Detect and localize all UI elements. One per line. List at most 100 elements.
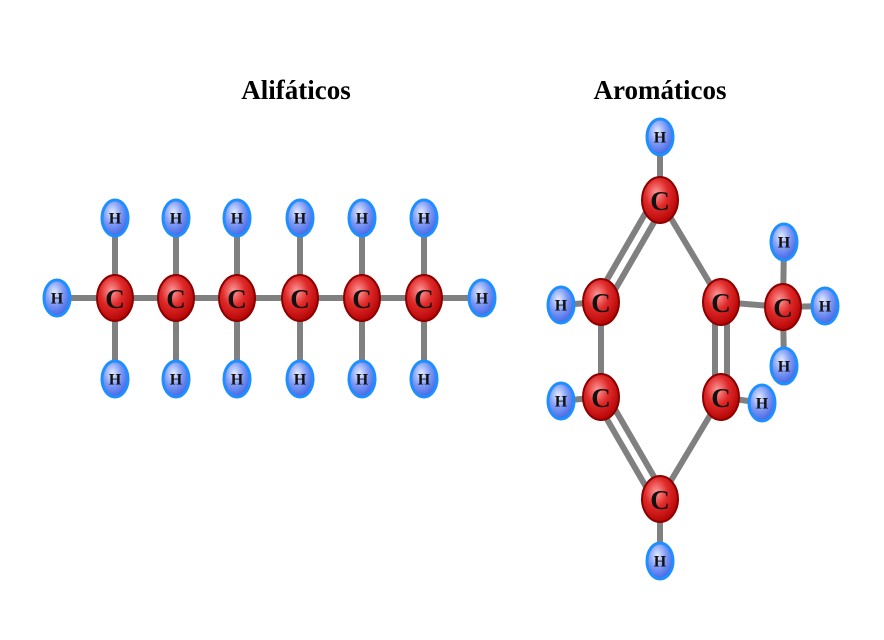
carbon-sphere xyxy=(405,274,443,322)
methyl-hydrogen-bottom: H xyxy=(769,346,799,386)
hydrogen-sphere xyxy=(222,359,252,399)
aliphatic-title: Alifáticos xyxy=(241,75,350,105)
hydrogen-sphere xyxy=(645,117,675,157)
carbon-label: C xyxy=(591,383,611,413)
hydrogen-label: H xyxy=(170,372,183,389)
hydrogen-label: H xyxy=(356,211,369,228)
carbon-label: C xyxy=(352,284,372,314)
aromatic-title: Aromáticos xyxy=(594,75,727,105)
carbon-label: C xyxy=(227,284,247,314)
hydrogen-label: H xyxy=(654,130,667,147)
aliphatic-hydrogen-top-2: H xyxy=(161,198,191,238)
hydrogen-label: H xyxy=(418,372,431,389)
hydrogen-sphere xyxy=(347,359,377,399)
carbon-label: C xyxy=(650,186,670,216)
hydrogen-sphere xyxy=(161,198,191,238)
carbon-sphere xyxy=(157,274,195,322)
hydrogen-label: H xyxy=(294,372,307,389)
hydrogen-sphere xyxy=(285,359,315,399)
carbon-sphere xyxy=(582,373,620,421)
aliphatic-carbon-4: C xyxy=(281,274,319,322)
aliphatic-carbon-1: C xyxy=(96,274,134,322)
aliphatic-hydrogen-top-5: H xyxy=(347,198,377,238)
aromatic-carbon-top: C xyxy=(641,176,679,224)
carbon-sphere xyxy=(218,274,256,322)
carbon-sphere xyxy=(281,274,319,322)
aliphatic-hydrogen-top-4: H xyxy=(285,198,315,238)
hydrogen-label: H xyxy=(109,372,122,389)
aliphatic-carbon-6: C xyxy=(405,274,443,322)
carbon-sphere xyxy=(641,475,679,523)
hydrogen-sphere xyxy=(769,222,799,262)
hydrogen-sphere xyxy=(347,198,377,238)
hydrogen-sphere xyxy=(769,346,799,386)
aliphatic-carbon-3: C xyxy=(218,274,256,322)
hydrogen-label: H xyxy=(819,299,832,316)
carbon-label: C xyxy=(414,284,434,314)
hydrogen-label: H xyxy=(109,211,122,228)
hydrogen-sphere xyxy=(546,285,576,325)
aromatic-carbon-upper-left: C xyxy=(582,278,620,326)
aromatic-carbon-lower-right: C xyxy=(702,373,740,421)
carbon-label: C xyxy=(773,293,793,323)
carbon-sphere xyxy=(702,373,740,421)
hydrogen-sphere xyxy=(222,198,252,238)
aliphatic-hydrogen-left: H xyxy=(42,278,72,318)
aromatic-carbon-lower-left: C xyxy=(582,373,620,421)
carbon-label: C xyxy=(166,284,186,314)
hydrogen-sphere xyxy=(161,359,191,399)
hydrogen-label: H xyxy=(756,396,769,413)
carbon-label: C xyxy=(105,284,125,314)
aromatic-hydrogen-lower-right: H xyxy=(747,383,777,423)
aliphatic-hydrogen-bottom-5: H xyxy=(347,359,377,399)
hydrogen-sphere xyxy=(467,278,497,318)
carbon-label: C xyxy=(591,288,611,318)
aromatic-hydrogen-lower-left: H xyxy=(546,381,576,421)
aliphatic-carbon-5: C xyxy=(343,274,381,322)
hydrogen-sphere xyxy=(546,381,576,421)
hydrogen-sphere xyxy=(747,383,777,423)
carbon-label: C xyxy=(711,288,731,318)
hydrogen-label: H xyxy=(555,394,568,411)
aliphatic-hydrogen-bottom-2: H xyxy=(161,359,191,399)
aliphatic-hydrogen-bottom-6: H xyxy=(409,359,439,399)
hydrogen-sphere xyxy=(409,198,439,238)
aromatic-hydrogen-upper-left: H xyxy=(546,285,576,325)
carbon-label: C xyxy=(711,383,731,413)
hydrogen-sphere xyxy=(100,359,130,399)
hydrogen-label: H xyxy=(294,211,307,228)
hydrogen-sphere xyxy=(42,278,72,318)
carbon-sphere xyxy=(96,274,134,322)
hydrogen-label: H xyxy=(778,359,791,376)
hydrogen-label: H xyxy=(51,291,64,308)
carbon-label: C xyxy=(650,485,670,515)
aliphatic-hydrogen-top-6: H xyxy=(409,198,439,238)
hydrogen-label: H xyxy=(231,372,244,389)
aliphatic-hydrogen-top-3: H xyxy=(222,198,252,238)
methyl-hydrogen-top: H xyxy=(769,222,799,262)
aliphatic-hydrogen-bottom-3: H xyxy=(222,359,252,399)
hydrogen-label: H xyxy=(778,235,791,252)
hydrogen-sphere xyxy=(409,359,439,399)
carbon-sphere xyxy=(764,283,802,331)
aromatic-carbon-bottom: C xyxy=(641,475,679,523)
hydrogen-label: H xyxy=(356,372,369,389)
aliphatic-carbon-2: C xyxy=(157,274,195,322)
hydrogen-sphere xyxy=(285,198,315,238)
aromatic-hydrogen-top: H xyxy=(645,117,675,157)
hydrogen-label: H xyxy=(231,211,244,228)
aromatic-hydrogen-bottom: H xyxy=(645,541,675,581)
carbon-sphere xyxy=(641,176,679,224)
aliphatic-hydrogen-bottom-1: H xyxy=(100,359,130,399)
hydrogen-sphere xyxy=(645,541,675,581)
aliphatic-hydrogen-top-1: H xyxy=(100,198,130,238)
hydrogen-label: H xyxy=(555,298,568,315)
aliphatic-hydrogen-bottom-4: H xyxy=(285,359,315,399)
aromatic-carbon-upper-right: C xyxy=(702,278,740,326)
methyl-carbon: C xyxy=(764,283,802,331)
hydrogen-label: H xyxy=(418,211,431,228)
hydrogen-sphere xyxy=(810,286,840,326)
hydrogen-sphere xyxy=(100,198,130,238)
